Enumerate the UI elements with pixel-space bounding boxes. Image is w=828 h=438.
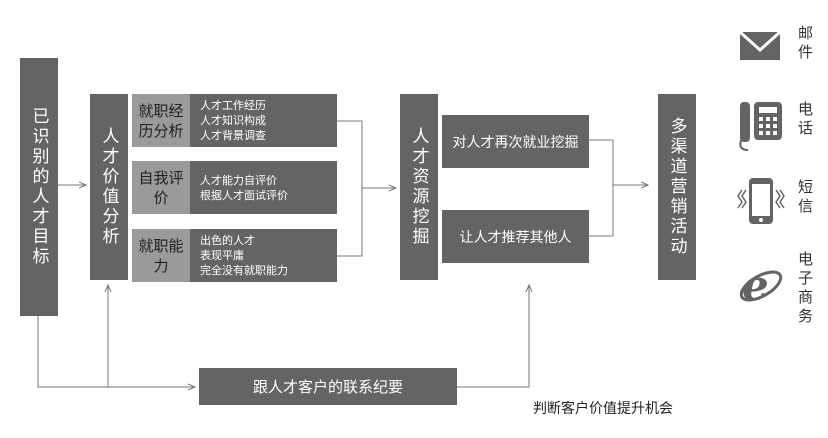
marketing-title: 多渠道营销活动 <box>666 117 687 257</box>
channel-label: 邮件 <box>798 24 814 61</box>
mining-box: 人才资源挖掘 <box>400 94 438 280</box>
analysis-row: 自我评价 人才能力自评价根据人才面试评价 <box>132 161 337 214</box>
mining-item: 对人才再次就业挖掘 <box>452 134 579 151</box>
row-item: 完全没有就职能力 <box>200 264 288 277</box>
ie-icon: e <box>739 261 783 310</box>
caption: 判断客户价值提升机会 <box>533 401 673 417</box>
identified-target-label: 已识别的人才目标 <box>28 107 49 267</box>
marketing-box: 多渠道营销活动 <box>658 94 696 280</box>
row-item: 人才能力自评价 <box>200 173 277 187</box>
row-label: 就职能力 <box>132 229 190 282</box>
value-analysis-box: 人才价值分析 <box>90 94 128 280</box>
row-item: 根据人才面试评价 <box>200 188 288 202</box>
row-item: 人才工作经历 <box>200 99 266 112</box>
row-item: 出色的人才 <box>200 234 255 247</box>
value-analysis-title: 人才价值分析 <box>98 127 119 247</box>
mining-item-box: 让人才推荐其他人 <box>442 210 589 263</box>
row-item: 人才背景调查 <box>200 129 266 142</box>
identified-target-box: 已识别的人才目标 <box>20 58 58 316</box>
row-label: 自我评价 <box>132 161 190 214</box>
mining-item: 让人才推荐其他人 <box>459 229 572 246</box>
mining-item-box: 对人才再次就业挖掘 <box>442 115 589 168</box>
channel-label: 电话 <box>798 100 814 137</box>
phone-icon <box>739 102 782 151</box>
row-label: 就职经历分析 <box>132 94 190 147</box>
mail-icon <box>738 30 782 60</box>
smartphone-icon <box>737 178 785 224</box>
analysis-row: 就职经历分析 人才工作经历人才知识构成人才背景调查 <box>132 94 337 147</box>
channel-label: 电子商务 <box>798 250 814 325</box>
row-item: 表现平庸 <box>200 249 244 262</box>
channel-label: 短信 <box>798 178 814 215</box>
row-item: 人才知识构成 <box>200 114 266 127</box>
mining-title: 人才资源挖掘 <box>408 127 429 247</box>
contact-log-box: 跟人才客户的联系纪要 <box>199 368 457 405</box>
analysis-row: 就职能力 出色的人才表现平庸完全没有就职能力 <box>132 229 337 282</box>
contact-log-label: 跟人才客户的联系纪要 <box>252 378 403 396</box>
